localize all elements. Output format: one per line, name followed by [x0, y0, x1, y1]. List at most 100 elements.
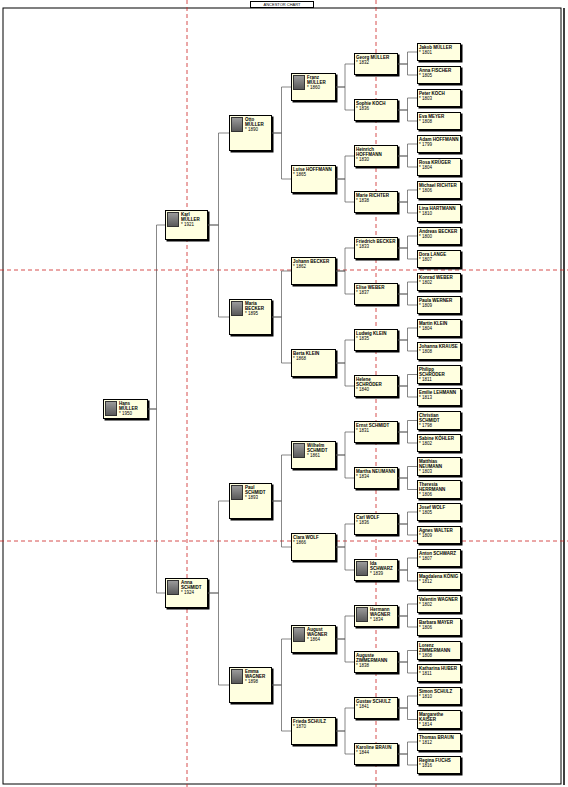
text-column: Anna SCHMIDT* 1924 — [181, 580, 206, 595]
person-name: Konrad WEBER — [419, 275, 459, 280]
text-column: Dora LANGE* 1807 — [419, 252, 459, 262]
person-name: Katharina HUBER — [419, 666, 459, 671]
person-box: Wilhelm SCHMIDT* 1861 — [291, 441, 336, 469]
person-box: Berta KLEIN* 1868 — [291, 349, 336, 377]
text-column: Ludwig KLEIN* 1835 — [356, 331, 396, 341]
text-column: Clara WOLF* 1866 — [293, 535, 334, 545]
person-detail: * 1861 — [307, 453, 334, 458]
lineage-line — [336, 248, 354, 271]
portrait-photo — [293, 443, 305, 458]
person-box: Marie RICHTER* 1838 — [354, 191, 398, 213]
person-name: Matthias NEUMANN — [419, 459, 459, 469]
chart-title: ANCESTOR CHART — [250, 1, 314, 8]
text-column: Ida SCHWARZ* 1839 — [370, 561, 396, 576]
text-column: Carl WOLF* 1836 — [356, 515, 396, 525]
person-box: Hermann WAGNER* 1834 — [354, 605, 398, 627]
person-name: Elise WEBER — [356, 285, 396, 290]
page-break-line — [187, 0, 188, 787]
person-detail: * 1862 — [293, 264, 334, 269]
text-column: Maria BECKER* 1895 — [245, 301, 270, 316]
text-column: Frieda SCHULZ* 1870 — [293, 719, 334, 729]
text-column: Otto MÜLLER* 1890 — [245, 117, 270, 132]
person-box: Thomas BRAUN* 1812 — [417, 733, 461, 751]
person-box: Jakob MÜLLER* 1801 — [417, 43, 461, 61]
person-name: Regina FUCHS — [419, 758, 459, 763]
person-box: Sophie KOCH* 1836 — [354, 99, 398, 121]
lineage-line — [208, 133, 229, 225]
lineage-line — [398, 512, 417, 524]
person-name: Franz MÜLLER — [307, 75, 334, 85]
person-detail: * 1890 — [245, 127, 270, 132]
lineage-line — [398, 328, 417, 340]
text-column: Berta KLEIN* 1868 — [293, 351, 334, 361]
person-box: Sabine KÖHLER* 1802 — [417, 434, 461, 452]
person-name: Johann BECKER — [293, 259, 334, 264]
person-detail: * 1808 — [419, 349, 459, 354]
text-column: Auguste ZIMMERMANN* 1838 — [356, 653, 396, 668]
text-column: Andreas BECKER* 1800 — [419, 229, 459, 239]
lineage-line — [336, 432, 354, 455]
person-detail: * 1836 — [356, 106, 396, 111]
text-column: Martin KLEIN* 1804 — [419, 321, 459, 331]
person-name: Simon SCHULZ — [419, 689, 459, 694]
lineage-line — [336, 64, 354, 87]
lineage-line — [336, 547, 354, 570]
lineage-line — [398, 616, 417, 627]
person-box: Matthias NEUMANN* 1803 — [417, 457, 461, 476]
text-column: Thomas BRAUN* 1812 — [419, 735, 459, 745]
lineage-line — [336, 340, 354, 363]
person-detail: * 1839 — [370, 571, 396, 576]
person-detail: * 1814 — [419, 722, 459, 727]
person-box: Karl MÜLLER* 1921 — [165, 210, 208, 240]
person-box: Agnes WALTER* 1809 — [417, 526, 461, 544]
person-box: Theresia HERRMANN* 1806 — [417, 480, 461, 499]
text-column: Emilie LEHMANN* 1813 — [419, 390, 459, 400]
person-name: Emma WAGNER — [245, 669, 270, 679]
person-name: Dora LANGE — [419, 252, 459, 257]
person-box: Anna SCHMIDT* 1924 — [165, 578, 208, 608]
person-box: Auguste ZIMMERMANN* 1838 — [354, 651, 398, 673]
person-name: Johanna KRAUSE — [419, 344, 459, 349]
text-column: Regina FUCHS* 1816 — [419, 758, 459, 768]
person-box: Heinrich HOFFMANN* 1830 — [354, 145, 398, 167]
lineage-line — [336, 363, 354, 386]
lineage-line — [398, 651, 417, 663]
text-column: Peter KOCH* 1803 — [419, 91, 459, 101]
person-detail: * 1893 — [245, 495, 270, 500]
portrait-photo — [356, 561, 368, 576]
person-box: Simon SCHULZ* 1810 — [417, 687, 461, 705]
person-detail: * 1838 — [356, 198, 396, 203]
person-name: Andreas BECKER — [419, 229, 459, 234]
person-box: Ida SCHWARZ* 1839 — [354, 559, 398, 581]
person-box: Johanna KRAUSE* 1808 — [417, 342, 461, 360]
person-detail: * 1802 — [419, 280, 459, 285]
person-name: Paula WERNER — [419, 298, 459, 303]
person-detail: * 1812 — [419, 740, 459, 745]
person-box: Carl WOLF* 1836 — [354, 513, 398, 535]
lineage-line — [398, 52, 417, 64]
person-detail: * 1809 — [419, 533, 459, 538]
person-box: Elise WEBER* 1837 — [354, 283, 398, 305]
text-column: Sabine KÖHLER* 1802 — [419, 436, 459, 446]
person-detail: * 1841 — [356, 704, 396, 709]
person-name: Josef WOLF — [419, 505, 459, 510]
person-name: Heinrich HOFFMANN — [356, 147, 396, 157]
person-name: Magdalena KÖNIG — [419, 574, 459, 579]
person-name: Friedrich BECKER — [356, 239, 396, 244]
person-detail: * 1895 — [245, 311, 270, 316]
person-name: Valentin WAGNER — [419, 597, 459, 602]
person-box: Adam HOFFMANN* 1799 — [417, 135, 461, 153]
text-column: Adam HOFFMANN* 1799 — [419, 137, 459, 147]
person-box: August WAGNER* 1864 — [291, 625, 336, 653]
lineage-line — [398, 248, 417, 259]
person-box: Andreas BECKER* 1800 — [417, 227, 461, 245]
person-detail: * 1816 — [419, 763, 459, 768]
person-box: Georg MÜLLER* 1832 — [354, 53, 398, 75]
text-column: Anton SCHWARZ* 1807 — [419, 551, 459, 561]
portrait-photo — [356, 607, 368, 622]
person-name: Theresia HERRMANN — [419, 482, 459, 492]
person-detail: * 1804 — [419, 326, 459, 331]
lineage-line — [398, 386, 417, 397]
portrait-photo — [167, 212, 179, 227]
person-name: Anna SCHMIDT — [181, 580, 206, 590]
